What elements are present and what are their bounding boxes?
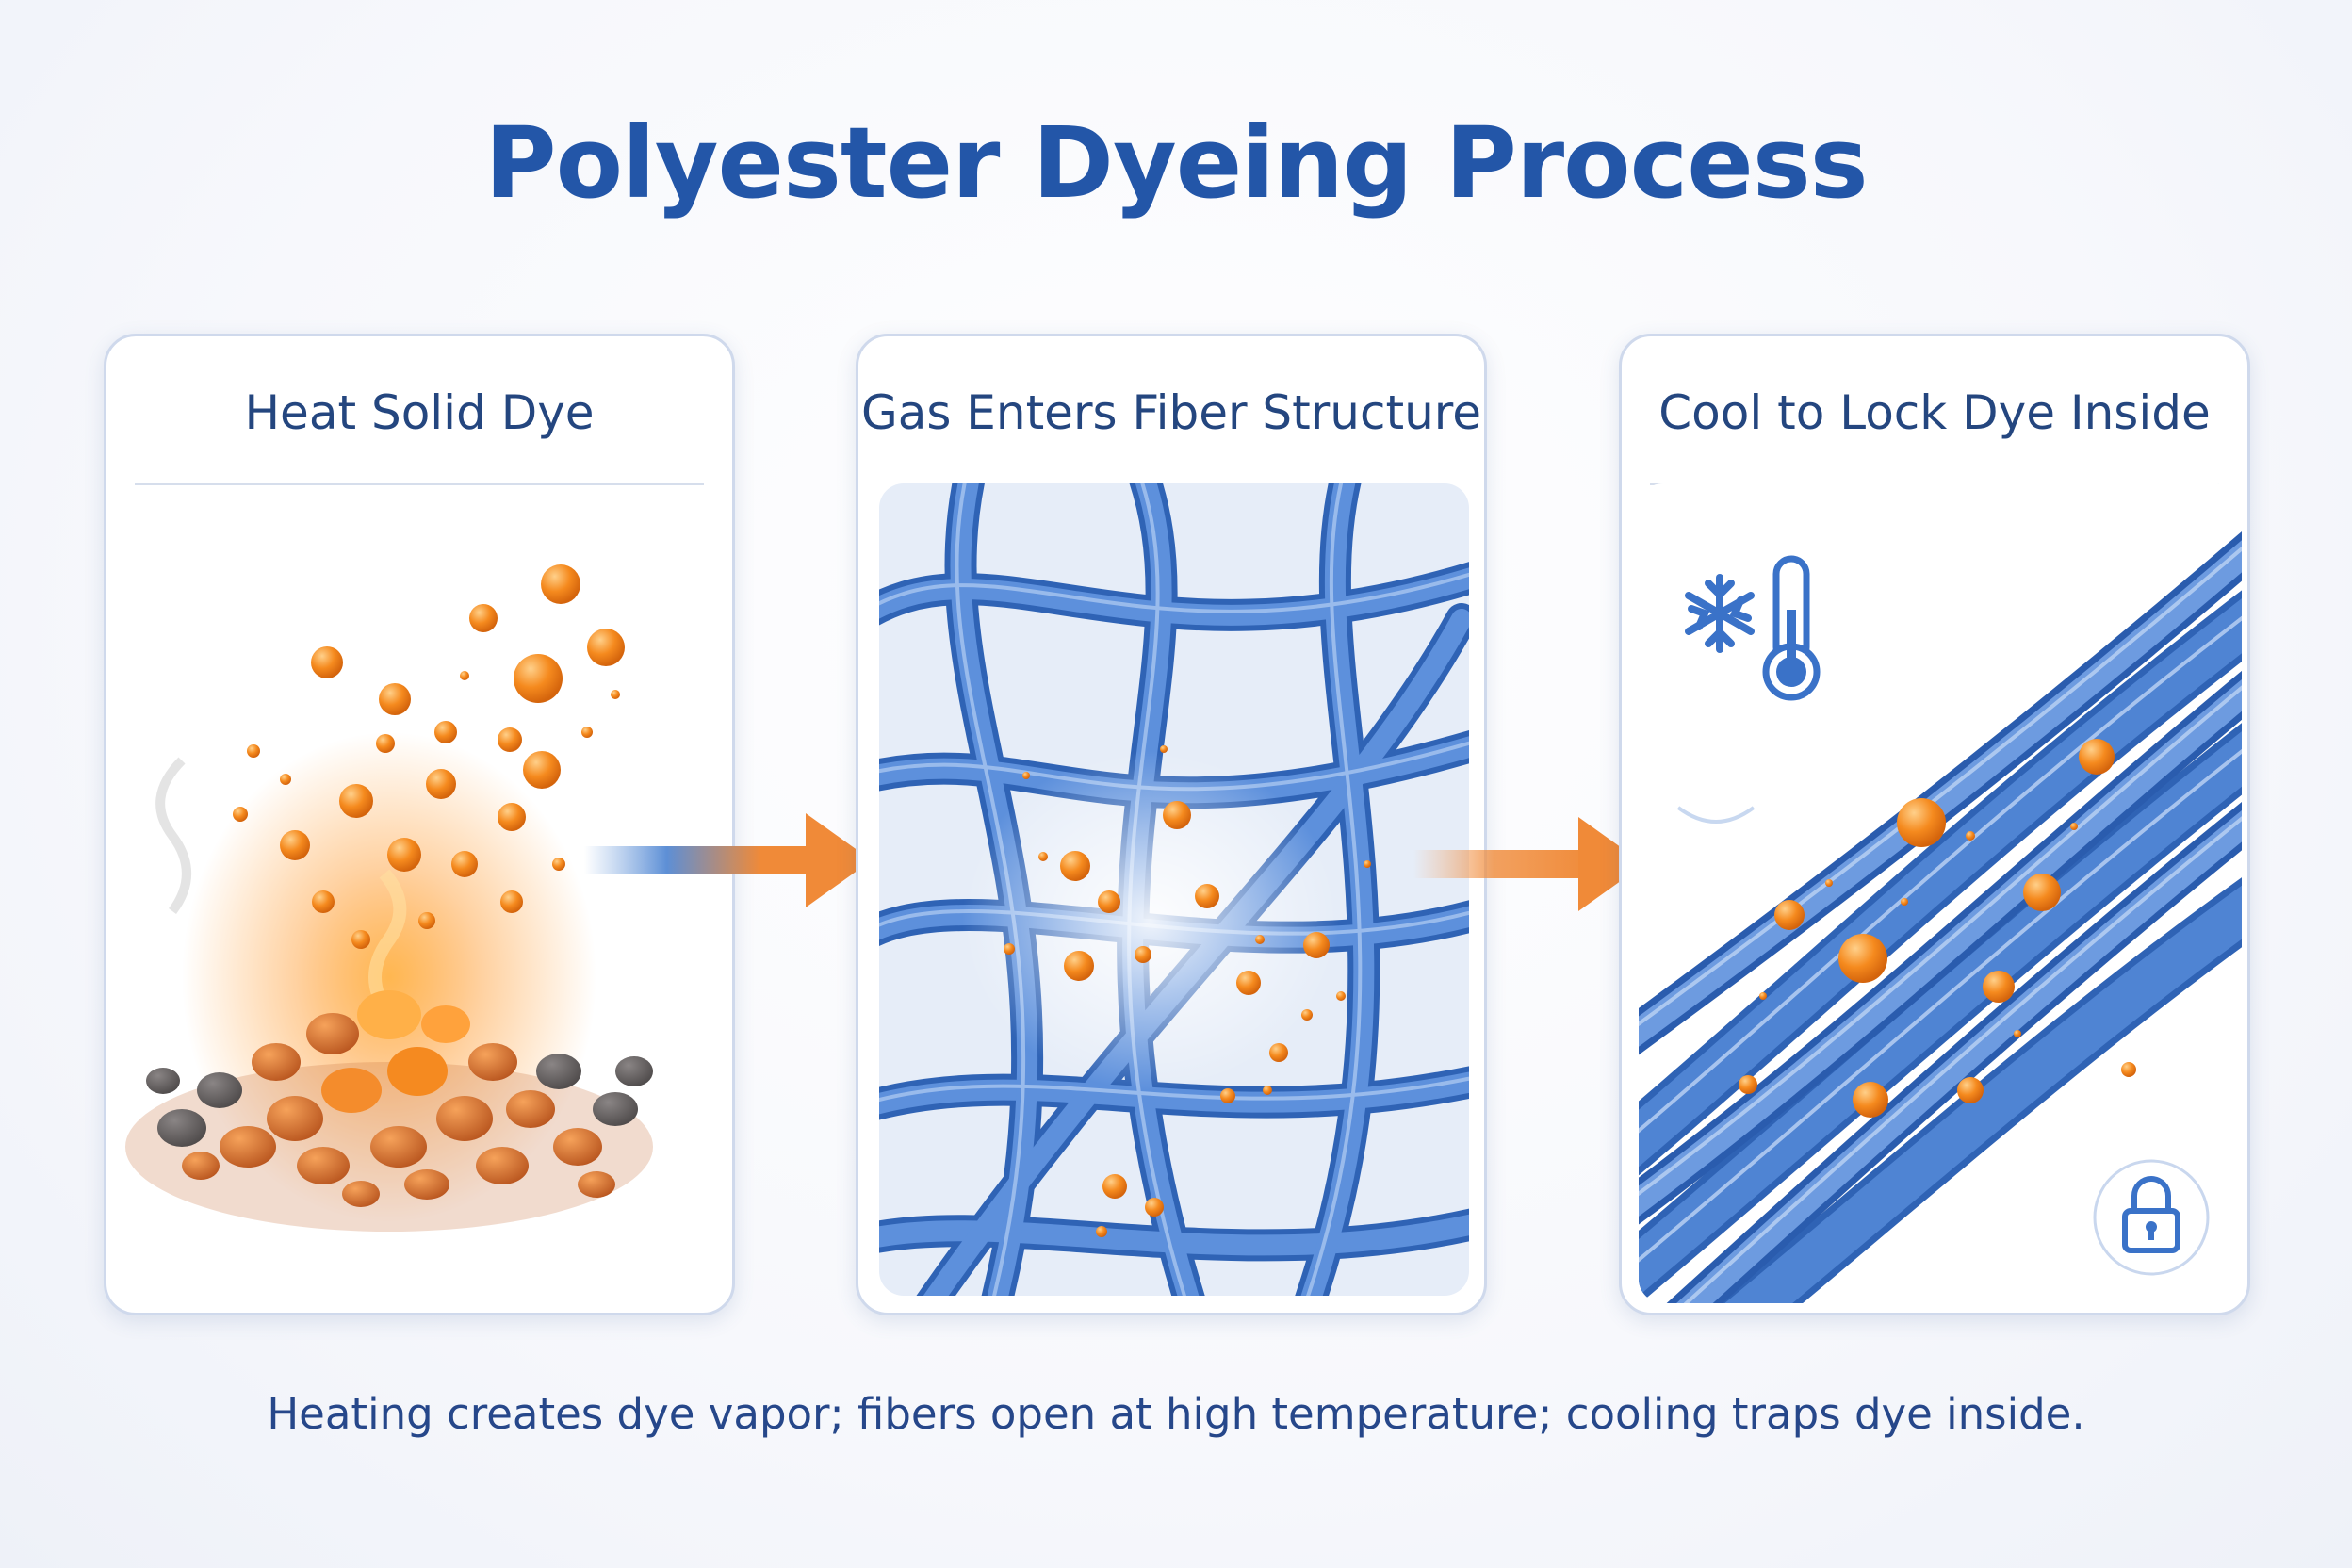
diagram-title: Polyester Dyeing Process <box>484 106 1868 220</box>
cooled-fibers-illustration <box>1639 483 2242 1303</box>
fiber-network-illustration <box>879 483 1469 1296</box>
step-title-cool: Cool to Lock Dye Inside <box>1658 385 2211 440</box>
step-panel-cool: Cool to Lock Dye Inside <box>1619 334 2250 1315</box>
step-title-heat: Heat Solid Dye <box>244 385 595 440</box>
snowflake-icon <box>1685 574 1755 653</box>
process-caption: Heating creates dye vapor; fibers open a… <box>267 1389 2085 1439</box>
panel-divider <box>135 483 704 485</box>
solid-dye-heating-illustration <box>125 564 653 1232</box>
thermometer-icon <box>1762 555 1821 701</box>
arrow-step1-to-step2 <box>584 813 872 907</box>
step-title-gas: Gas Enters Fiber Structure <box>860 385 1482 440</box>
step-panel-heat: Heat Solid Dye <box>104 334 735 1315</box>
step-panel-gas: Gas Enters Fiber Structure <box>856 334 1487 1315</box>
arrow-step2-to-step3 <box>1413 817 1644 911</box>
lock-icon <box>2093 1159 2210 1276</box>
